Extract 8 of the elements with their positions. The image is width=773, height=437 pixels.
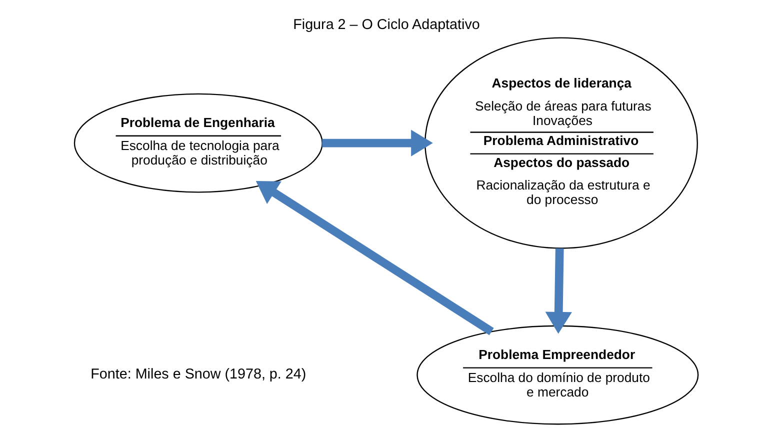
node-ellipse: Problema Empreendedor Escolha do domínio de produto e mercado (416, 325, 699, 425)
caption: Fonte: Miles e Snow (1978, p. 24) (90, 366, 306, 383)
arrow (545, 248, 572, 334)
arrow (322, 130, 433, 156)
diagram-title: Figura 2 – O Ciclo Adaptativo (293, 17, 480, 34)
arrow (256, 180, 494, 336)
node-ellipse: Aspectos de liderança Seleção de áreas para futuras Inovações Problema Administrativo Aspectos do passado Racionalização da estrutura e do processo (424, 37, 698, 249)
node-ellipse: Problema de Engenharia Escolha de tecnologia para produção e distribuição (74, 93, 323, 193)
